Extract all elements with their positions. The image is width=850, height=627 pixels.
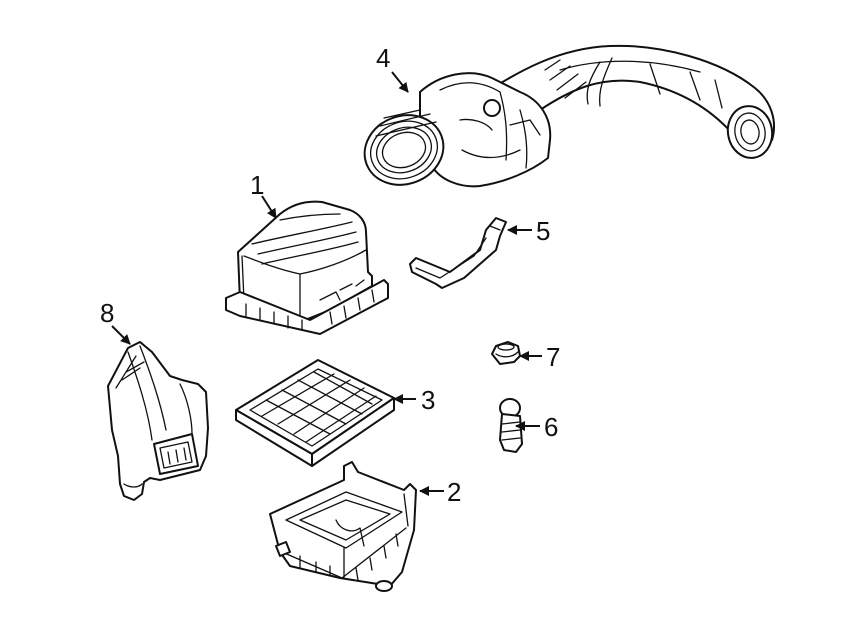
- part-7-grommet[interactable]: [491, 341, 521, 365]
- callout-3: 3: [421, 385, 435, 415]
- callout-7: 7: [546, 342, 560, 372]
- callout-leaders: [111, 71, 542, 496]
- callout-2: 2: [447, 477, 461, 507]
- part-3-air-filter[interactable]: [235, 359, 395, 467]
- part-1-air-cleaner-cover[interactable]: [225, 200, 389, 335]
- part-8-air-inlet-duct[interactable]: [107, 341, 209, 501]
- part-2-lower-housing[interactable]: [269, 461, 417, 592]
- callout-1: 1: [250, 170, 264, 200]
- part-4-intake-duct[interactable]: [355, 44, 776, 196]
- callout-4: 4: [376, 43, 390, 73]
- part-5-bracket[interactable]: [409, 217, 507, 289]
- callout-5: 5: [536, 216, 550, 246]
- callout-6: 6: [544, 412, 558, 442]
- callout-8: 8: [100, 298, 114, 328]
